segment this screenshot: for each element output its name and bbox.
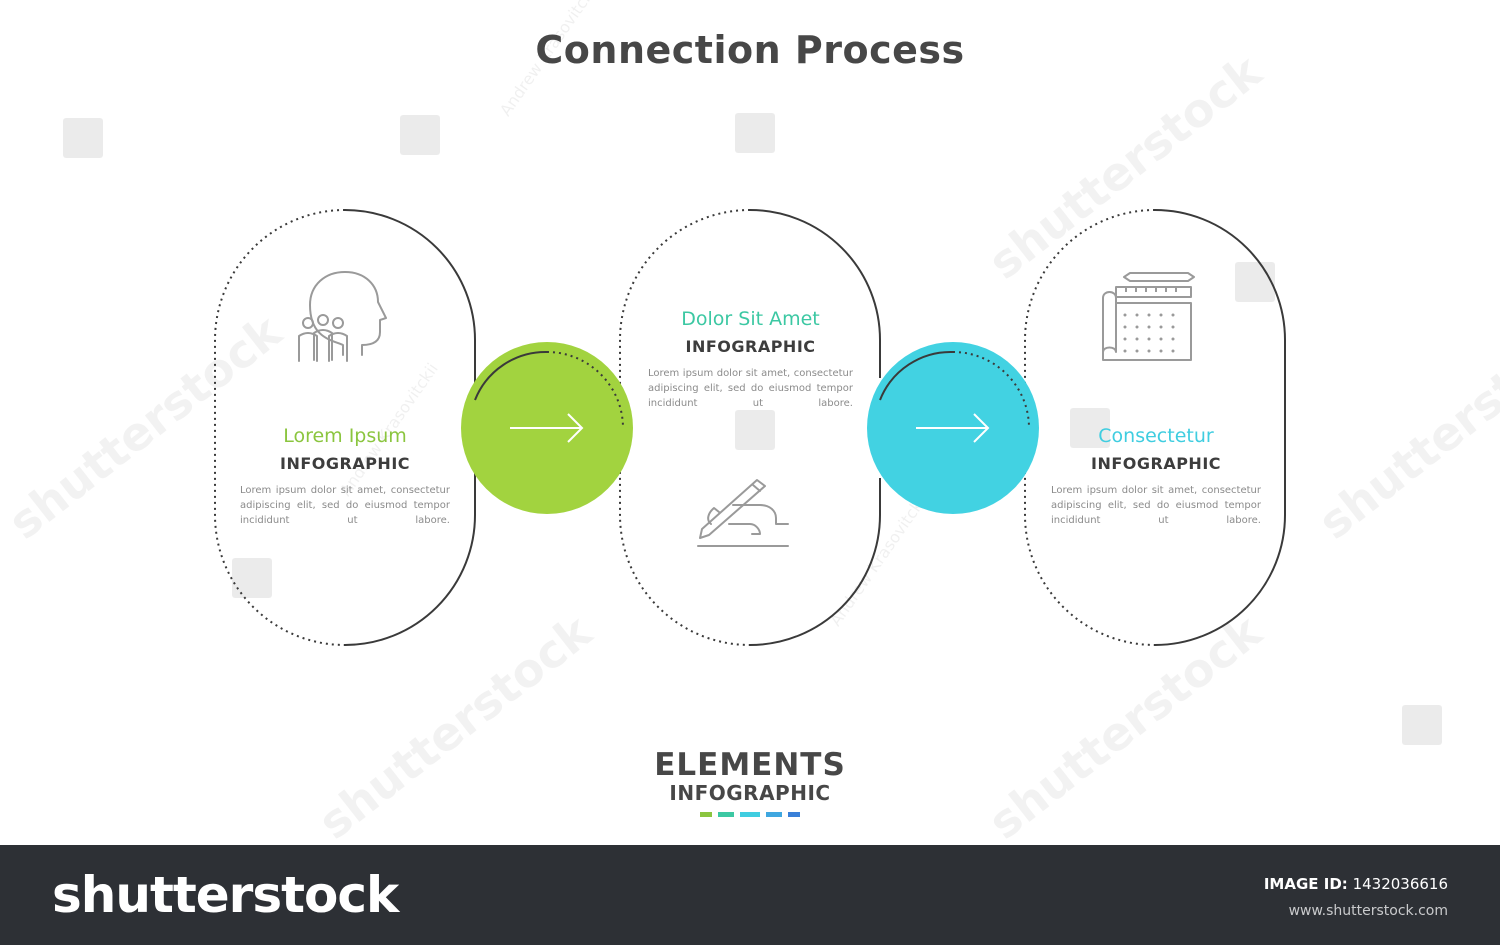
elements-logo: ELEMENTS INFOGRAPHIC	[0, 748, 1500, 817]
footer-bar: shutterstock IMAGE ID: 1432036616 www.sh…	[0, 845, 1500, 945]
watermark-mark	[1402, 705, 1442, 745]
step-1-text: Lorem Ipsum INFOGRAPHIC Lorem ipsum dolo…	[240, 424, 450, 528]
hand-writing-icon	[697, 479, 789, 547]
arrow-right-icon	[510, 413, 584, 443]
logo-subtitle: INFOGRAPHIC	[669, 781, 831, 805]
watermark-mark	[1235, 262, 1275, 302]
logo-dash	[718, 812, 734, 817]
step-subtitle: INFOGRAPHIC	[1090, 454, 1222, 473]
step-2-capsule	[619, 209, 881, 646]
logo-dash	[700, 812, 712, 817]
watermark-mark	[232, 558, 272, 598]
step-2-text: Dolor Sit Amet INFOGRAPHIC Lorem ipsum d…	[648, 307, 853, 411]
blueprint-tools-icon	[1102, 272, 1195, 361]
watermark-mark	[400, 115, 440, 155]
step-description: Lorem ipsum dolor sit amet, consectetur …	[1051, 485, 1261, 526]
step-description: Lorem ipsum dolor sit amet, consectetur …	[648, 368, 853, 409]
logo-dash	[766, 812, 782, 817]
image-id: IMAGE ID: 1432036616	[1264, 875, 1448, 893]
connector-1	[461, 342, 633, 514]
step-3-capsule	[1024, 209, 1286, 646]
logo-title: ELEMENTS	[654, 747, 846, 783]
step-subtitle: INFOGRAPHIC	[279, 454, 411, 473]
brand-logo[interactable]: shutterstock	[52, 866, 399, 924]
step-subtitle: INFOGRAPHIC	[685, 337, 816, 356]
watermark-mark	[63, 118, 103, 158]
image-id-value: 1432036616	[1352, 875, 1448, 893]
watermark-mark	[1070, 408, 1110, 448]
page-title: Connection Process	[535, 28, 965, 72]
step-3-text: Consectetur INFOGRAPHIC Lorem ipsum dolo…	[1051, 424, 1261, 528]
logo-dashes	[0, 812, 1500, 817]
site-link[interactable]: www.shutterstock.com	[1288, 903, 1448, 919]
step-description: Lorem ipsum dolor sit amet, consectetur …	[240, 485, 450, 526]
infographic-canvas: shutterstock shutterstock shutterstock s…	[0, 0, 1500, 850]
connector-2	[867, 342, 1039, 514]
process-diagram	[214, 209, 1286, 646]
watermark-mark	[735, 113, 775, 153]
team-head-icon	[298, 271, 387, 362]
step-title: Consectetur	[1098, 425, 1214, 447]
logo-dash	[740, 812, 760, 817]
step-title: Dolor Sit Amet	[681, 308, 820, 330]
image-id-label: IMAGE ID:	[1263, 875, 1348, 893]
logo-dash	[788, 812, 800, 817]
watermark-mark	[735, 410, 775, 450]
arrow-right-icon	[916, 413, 990, 443]
step-title: Lorem Ipsum	[283, 425, 407, 447]
